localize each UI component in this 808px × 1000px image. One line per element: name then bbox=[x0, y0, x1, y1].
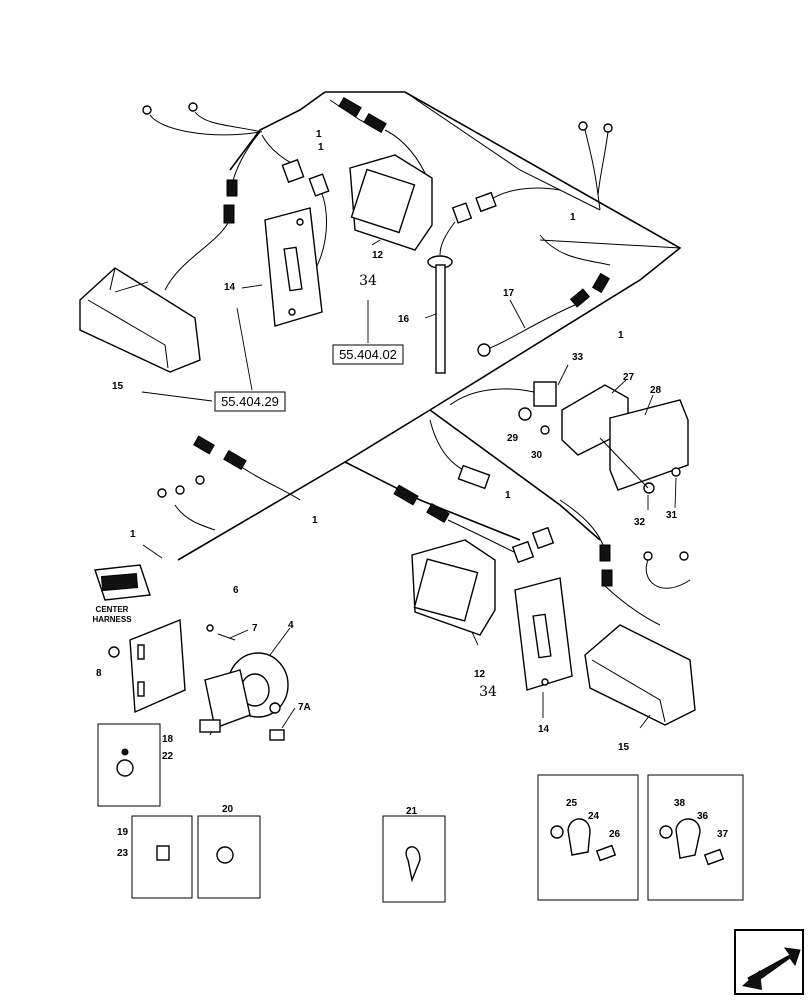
center-harness-connector bbox=[94, 564, 151, 601]
callout-7a: 7A bbox=[298, 702, 311, 713]
center-harness-label: CENTER HARNESS bbox=[92, 605, 132, 624]
middle-leads bbox=[157, 419, 691, 626]
callout-30: 30 bbox=[531, 450, 543, 461]
callout-1d: 1 bbox=[130, 529, 136, 540]
callout-23: 23 bbox=[117, 848, 129, 859]
handwritten-note-top: 34 bbox=[359, 273, 377, 289]
callout-1b: 1 bbox=[570, 212, 576, 223]
work-lamp-bottom bbox=[411, 539, 496, 636]
callout-33: 33 bbox=[572, 352, 584, 363]
callout-12b: 12 bbox=[474, 669, 486, 680]
callout-17: 17 bbox=[503, 288, 515, 299]
lamp-bracket-top bbox=[264, 207, 323, 327]
callout-21: 21 bbox=[406, 806, 418, 817]
previous-arrow-icon[interactable] bbox=[734, 929, 804, 995]
callouts: 1 1 1 1 1 1 1 4 6 7 7A 8 12 12 14 14 15 … bbox=[96, 129, 729, 859]
reference-text-lamp-top: 55.404.02 bbox=[339, 347, 397, 362]
right-rear-lamp bbox=[584, 624, 696, 726]
callout-37: 37 bbox=[717, 829, 729, 840]
callout-1c: 1 bbox=[618, 330, 624, 341]
callout-25: 25 bbox=[566, 798, 578, 809]
callout-14a: 14 bbox=[224, 282, 236, 293]
reference-box-lamp-left: 55.404.29 bbox=[214, 391, 286, 412]
small-hardware bbox=[108, 633, 236, 658]
callout-24: 24 bbox=[588, 811, 600, 822]
top-right-leads bbox=[439, 121, 613, 357]
detail-box-20 bbox=[197, 815, 261, 899]
callout-36: 36 bbox=[697, 811, 709, 822]
callout-15b: 15 bbox=[618, 742, 630, 753]
callout-4: 4 bbox=[288, 620, 294, 631]
callout-28: 28 bbox=[650, 385, 662, 396]
callout-15a: 15 bbox=[112, 381, 124, 392]
callout-22: 22 bbox=[162, 751, 174, 762]
callout-18: 18 bbox=[162, 734, 174, 745]
callout-8: 8 bbox=[96, 668, 102, 679]
reference-text-lamp-left: 55.404.29 bbox=[221, 394, 279, 409]
handwritten-note-bottom: 34 bbox=[479, 684, 497, 700]
callout-16: 16 bbox=[398, 314, 410, 325]
work-lamp-top bbox=[349, 154, 433, 251]
main-harness bbox=[177, 91, 682, 561]
detail-box-19-23 bbox=[131, 815, 193, 899]
callout-27: 27 bbox=[623, 372, 635, 383]
detail-box-36-38 bbox=[647, 774, 744, 901]
detail-box-21 bbox=[382, 815, 446, 903]
callout-31: 31 bbox=[666, 510, 678, 521]
controller-module bbox=[449, 381, 689, 494]
callout-6: 6 bbox=[233, 585, 239, 596]
callout-1a: 1 bbox=[318, 142, 324, 153]
probe-rod bbox=[427, 255, 453, 374]
callout-38: 38 bbox=[674, 798, 686, 809]
callout-1g: 1 bbox=[316, 129, 322, 140]
callout-26: 26 bbox=[609, 829, 621, 840]
callout-32: 32 bbox=[634, 517, 646, 528]
reference-box-lamp-top: 55.404.02 bbox=[332, 344, 404, 365]
callout-7: 7 bbox=[252, 623, 258, 634]
motor-assembly bbox=[199, 624, 289, 741]
callout-20: 20 bbox=[222, 804, 234, 815]
callout-19: 19 bbox=[117, 827, 129, 838]
mounting-plate bbox=[129, 618, 186, 714]
lamp-bracket-bottom bbox=[514, 577, 573, 691]
callout-29: 29 bbox=[507, 433, 519, 444]
leader-lines bbox=[114, 239, 677, 729]
top-left-leads bbox=[142, 96, 429, 291]
callout-1f: 1 bbox=[505, 490, 511, 501]
center-harness-label-line1: CENTER bbox=[96, 605, 129, 614]
detail-box-24-26 bbox=[537, 774, 639, 901]
callout-14b: 14 bbox=[538, 724, 550, 735]
left-rear-lamp bbox=[79, 267, 201, 373]
callout-1e: 1 bbox=[312, 515, 318, 526]
center-harness-label-line2: HARNESS bbox=[92, 615, 132, 624]
callout-12a: 12 bbox=[372, 250, 384, 261]
detail-box-18-22 bbox=[97, 723, 161, 807]
